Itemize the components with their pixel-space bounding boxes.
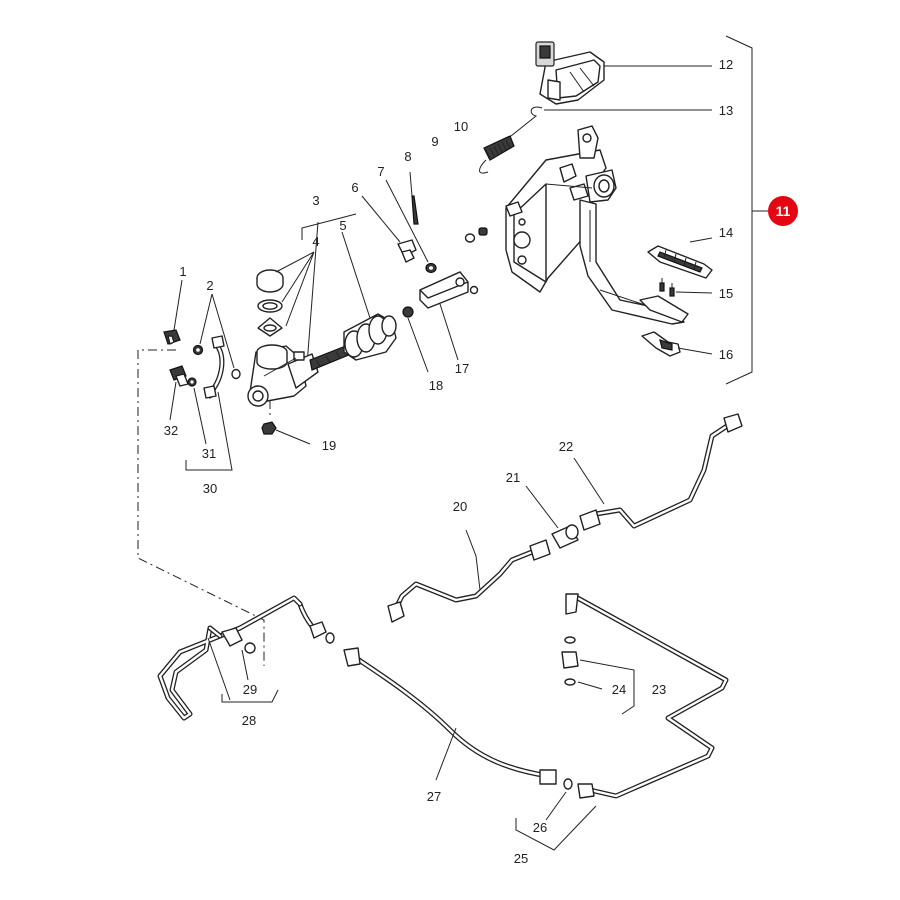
callout-4: 4 bbox=[312, 234, 319, 249]
callout-5: 5 bbox=[339, 218, 346, 233]
highlight-badge[interactable] bbox=[768, 196, 798, 226]
part-13-spring bbox=[479, 106, 543, 174]
callout-7: 7 bbox=[377, 164, 384, 179]
routing-dash-line bbox=[137, 349, 265, 666]
callout-31: 31 bbox=[202, 446, 216, 461]
callout-32: 32 bbox=[164, 423, 178, 438]
part-1-bolt bbox=[163, 329, 181, 345]
part-14-pedal-pad bbox=[647, 245, 713, 279]
part-21-union bbox=[551, 524, 579, 549]
callout-16: 16 bbox=[719, 347, 733, 362]
callout-10: 10 bbox=[454, 119, 468, 134]
callout-19: 19 bbox=[322, 438, 336, 453]
part-30-bleed-pipe bbox=[203, 335, 225, 399]
callout-17: 17 bbox=[455, 361, 469, 376]
callout-12: 12 bbox=[719, 57, 733, 72]
callout-24: 24 bbox=[612, 682, 626, 697]
callout-20: 20 bbox=[453, 499, 467, 514]
callout-13: 13 bbox=[719, 103, 733, 118]
part-4-reservoir-cap-set bbox=[256, 269, 284, 337]
callout-14: 14 bbox=[719, 225, 733, 240]
pedal-box bbox=[464, 125, 685, 325]
callout-3: 3 bbox=[312, 193, 319, 208]
part-6-pin bbox=[397, 239, 417, 263]
part-5-boot bbox=[343, 313, 397, 361]
part-29-clip bbox=[244, 642, 256, 654]
highlight-badge-label: 11 bbox=[776, 203, 791, 219]
part-26-washer bbox=[563, 778, 573, 790]
callout-29: 29 bbox=[243, 682, 257, 697]
callout-8: 8 bbox=[404, 149, 411, 164]
callout-22: 22 bbox=[559, 439, 573, 454]
part-18-nut bbox=[402, 306, 414, 318]
callout-18: 18 bbox=[429, 378, 443, 393]
part-28-pipe bbox=[157, 595, 327, 721]
callout-1: 1 bbox=[179, 264, 186, 279]
part-8-split-pin bbox=[411, 195, 419, 225]
callout-30: 30 bbox=[203, 481, 217, 496]
part-32-bleed-bolt bbox=[169, 365, 189, 387]
part-2-washer-b bbox=[231, 368, 241, 380]
callout-9: 9 bbox=[431, 134, 438, 149]
part-15-pad-screws bbox=[659, 278, 675, 297]
part-22-pipe bbox=[579, 413, 743, 531]
callout-27: 27 bbox=[427, 789, 441, 804]
callout-28: 28 bbox=[242, 713, 256, 728]
callout-25: 25 bbox=[514, 851, 528, 866]
part-20-pipe bbox=[387, 539, 551, 623]
part-19-nut bbox=[261, 421, 277, 435]
part-27-hose bbox=[343, 647, 557, 785]
part-23-pipe bbox=[565, 593, 729, 799]
callout-21: 21 bbox=[506, 470, 520, 485]
part-17-clevis bbox=[419, 271, 469, 309]
part-12-switch bbox=[535, 41, 605, 105]
part-16-stop-bracket bbox=[641, 331, 681, 357]
assembly-bracket-11 bbox=[725, 35, 753, 385]
callout-15: 15 bbox=[719, 286, 733, 301]
part-3-master-cylinder bbox=[247, 341, 357, 407]
callout-23: 23 bbox=[652, 682, 666, 697]
part-24-washer bbox=[564, 636, 576, 644]
callout-2: 2 bbox=[206, 278, 213, 293]
callout-26: 26 bbox=[533, 820, 547, 835]
callout-6: 6 bbox=[351, 180, 358, 195]
